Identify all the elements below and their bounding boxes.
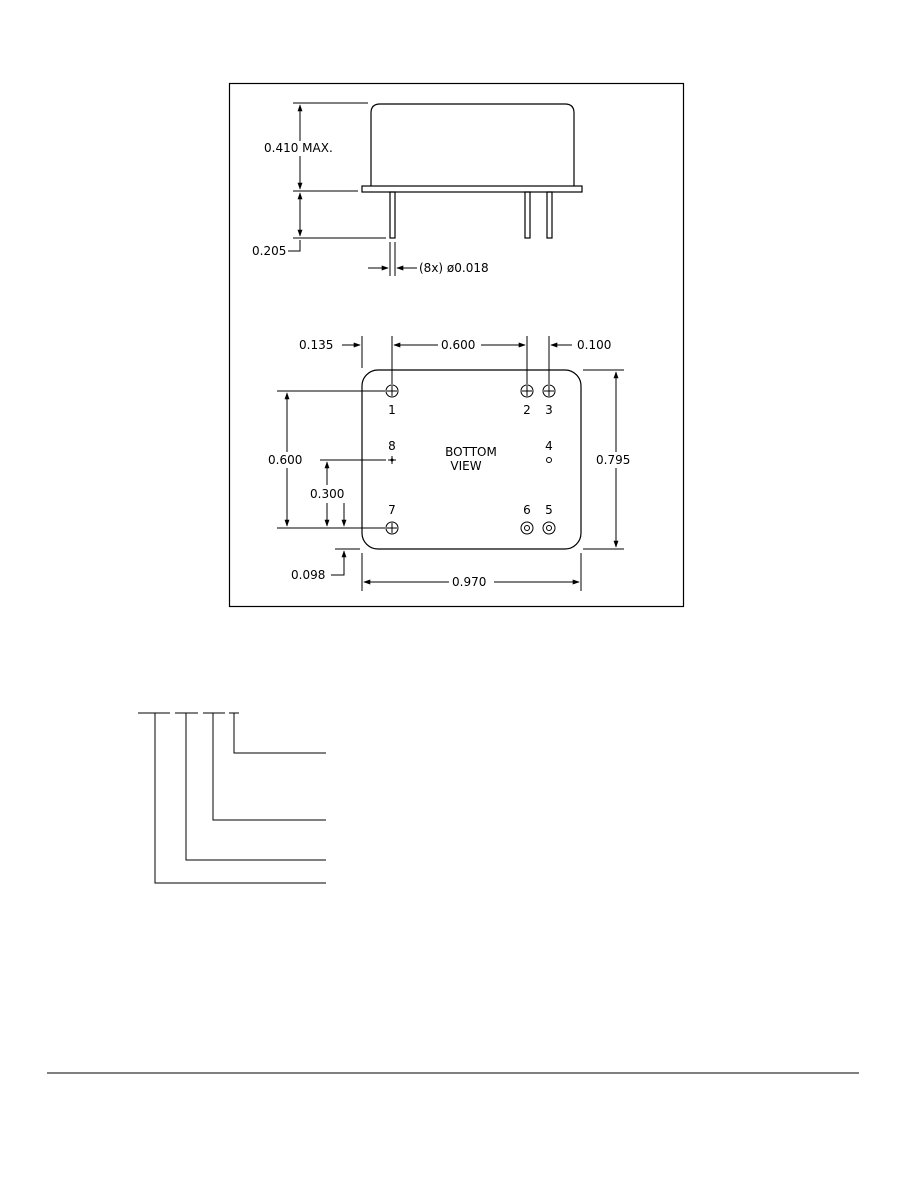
pin-8-label: 8 <box>388 439 396 453</box>
side-pin-mid <box>524 191 531 239</box>
pin-4-label: 4 <box>545 439 553 453</box>
side-view: 0.410 MAX. 0.205 (8x) ø0.018 <box>252 102 583 276</box>
dim-pin-diameter: (8x) ø0.018 <box>419 261 489 275</box>
pin-2-label: 2 <box>523 403 531 417</box>
dim-width: 0.970 <box>452 575 486 589</box>
pin-4: 4 <box>545 439 553 463</box>
dim-height: 0.795 <box>596 453 630 467</box>
pin-3-label: 3 <box>545 403 553 417</box>
pin-7-label: 7 <box>388 503 396 517</box>
side-pin-left <box>389 191 396 239</box>
pin-7: 7 <box>385 503 399 535</box>
pin-2: 2 <box>520 384 534 417</box>
dim-left-offset: 0.135 <box>299 338 333 352</box>
drawing-frame <box>228 82 685 608</box>
dim-bottom-offset: 0.098 <box>291 568 325 582</box>
dim-right-offset: 0.100 <box>577 338 611 352</box>
bottom-view-title-1: BOTTOM <box>445 445 497 459</box>
pin-3: 3 <box>542 384 556 417</box>
dim-pin-length: 0.205 <box>252 244 286 258</box>
pin-6-label: 6 <box>523 503 531 517</box>
pin-5-label: 5 <box>545 503 553 517</box>
pin-1: 1 <box>385 384 399 417</box>
pin-1-label: 1 <box>388 403 396 417</box>
ordering-code-tree <box>138 712 326 884</box>
pin-8: 8 <box>388 439 396 464</box>
dim-half-spacing: 0.300 <box>310 487 344 501</box>
side-pin-right <box>546 191 553 239</box>
bottom-view-title-2: VIEW <box>450 459 481 473</box>
pin-6: 6 <box>520 503 534 535</box>
dim-vertical-spacing: 0.600 <box>268 453 302 467</box>
bottom-view: BOTTOM VIEW 1 2 3 4 <box>268 336 630 591</box>
dim-height-max: 0.410 MAX. <box>264 141 333 155</box>
dim-pin-spacing: 0.600 <box>441 338 475 352</box>
package-body <box>370 103 575 186</box>
package-flange <box>361 185 583 193</box>
pin-5: 5 <box>542 503 556 535</box>
